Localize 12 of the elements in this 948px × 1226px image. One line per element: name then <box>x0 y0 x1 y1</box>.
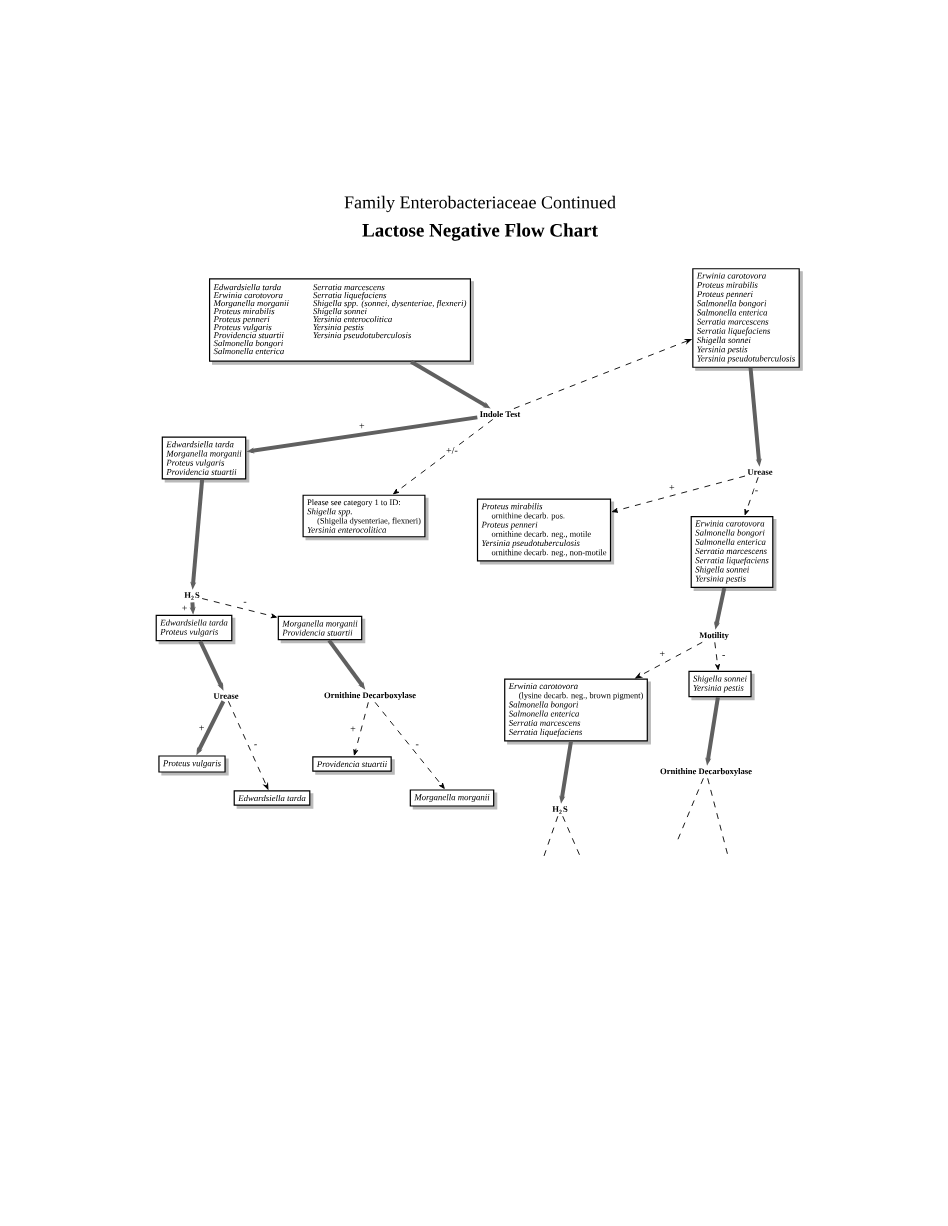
arrow <box>393 419 494 495</box>
arrow <box>611 475 746 513</box>
arrow <box>353 701 369 756</box>
arrow <box>513 338 692 410</box>
arrow <box>714 641 720 670</box>
title: Family Enterobacteriaceae Continued <box>344 195 616 213</box>
arrow <box>227 700 269 790</box>
arrow <box>374 701 445 789</box>
arrow <box>201 598 277 619</box>
arrow <box>635 641 703 679</box>
arrow <box>744 476 759 516</box>
subtitle: Lactose Negative Flow Chart <box>362 223 598 241</box>
